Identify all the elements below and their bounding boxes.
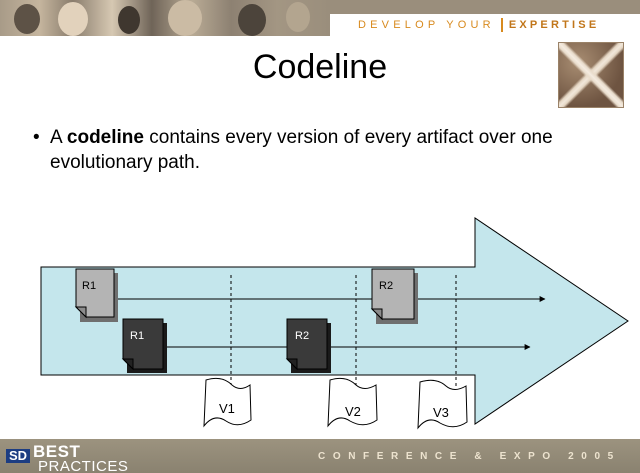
bullet-dot-icon: • <box>33 127 40 148</box>
artifact-label: R2 <box>379 280 393 292</box>
artifact-r1-dark: R1 <box>121 318 167 373</box>
codeline-diagram: R1 R2 R1 R2 V1 V2 <box>40 217 629 430</box>
logo-sd: SD <box>6 449 31 463</box>
banner-expertise-text: EXPERTISE <box>508 19 600 31</box>
conference-expo-text: CONFERENCE & EXPO 2005 <box>318 451 621 462</box>
banner-photo <box>0 0 330 36</box>
banner-tagline: DEVELOP YOUR EXPERTISE <box>330 14 640 36</box>
logo-practices: PRACTICES <box>38 458 129 473</box>
version-tag-label: V3 <box>433 405 449 420</box>
version-tag-v2: V2 <box>327 377 378 428</box>
version-tag-label: V2 <box>345 404 361 419</box>
banner-develop-text: DEVELOP YOUR <box>358 19 495 31</box>
banner-separator <box>500 18 503 32</box>
codeline-arrow <box>40 217 629 425</box>
bottom-banner: SD BEST PRACTICES CONFERENCE & EXPO 2005 <box>0 439 640 473</box>
logo-best: BEST <box>33 442 81 461</box>
artifact-r1-light: R1 <box>74 268 118 322</box>
bullet-prefix: A <box>50 127 67 148</box>
version-tag-v1: V1 <box>203 377 252 428</box>
version-tag-label: V1 <box>219 401 235 416</box>
bullet-text: • A codeline contains every version of ev… <box>33 125 610 175</box>
top-banner: DEVELOP YOUR EXPERTISE <box>0 0 640 36</box>
artifact-label: R1 <box>130 330 144 342</box>
slide-title: Codeline <box>252 48 388 86</box>
corner-decorative-image <box>558 42 624 108</box>
artifact-label: R2 <box>295 330 309 342</box>
bullet-bold-term: codeline <box>66 127 144 148</box>
artifact-label: R1 <box>82 280 96 292</box>
artifact-r2-dark: R2 <box>285 318 331 373</box>
version-tag-v3: V3 <box>417 379 468 430</box>
artifact-r2-light: R2 <box>370 268 418 324</box>
bullet-rest: contains every version of every artifact… <box>50 127 553 173</box>
